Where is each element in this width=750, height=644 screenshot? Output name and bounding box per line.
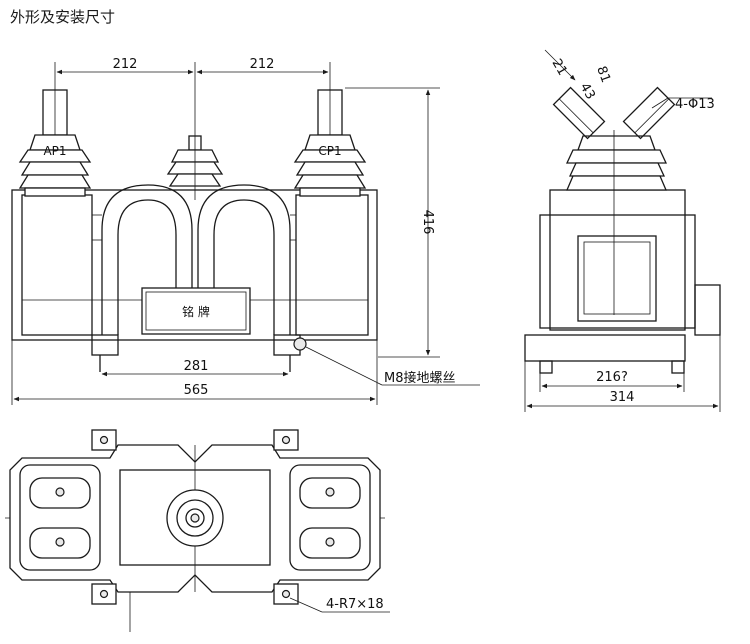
hole-note: 4-Φ13 bbox=[675, 97, 715, 112]
terminal-label-left: AP1 bbox=[43, 144, 66, 158]
plan-view: 4-R7×18 bbox=[5, 429, 390, 632]
center-insulator bbox=[166, 75, 224, 200]
plan-terminal-left bbox=[19, 464, 101, 571]
front-view: 铭 牌 AP1 CP1 bbox=[11, 57, 480, 405]
drawing-title: 外形及安装尺寸 bbox=[10, 8, 116, 26]
dim-314: 314 bbox=[610, 390, 635, 405]
right-coil bbox=[197, 184, 291, 335]
nameplate-label: 铭 牌 bbox=[182, 304, 210, 319]
side-terminal-left bbox=[552, 86, 606, 140]
side-terminal-right bbox=[622, 86, 676, 140]
slot-note: 4-R7×18 bbox=[326, 597, 384, 612]
ground-screw-note: M8接地螺丝 bbox=[384, 370, 456, 386]
side-nameplate bbox=[577, 235, 657, 322]
side-view: 4-Φ13 21 81 43 216? 314 bbox=[524, 49, 721, 412]
left-coil bbox=[101, 184, 193, 335]
right-bushing: CP1 bbox=[293, 88, 367, 197]
dim-216: 216? bbox=[596, 370, 628, 385]
dim-21: 21 bbox=[549, 57, 570, 79]
terminal-label-right: CP1 bbox=[318, 144, 341, 158]
dim-281: 281 bbox=[184, 359, 209, 374]
dim-416: 416 bbox=[420, 210, 435, 235]
ground-screw bbox=[293, 337, 307, 351]
dim-212-right: 212 bbox=[250, 57, 275, 72]
dim-43: 43 bbox=[577, 81, 598, 103]
dim-81: 81 bbox=[593, 64, 613, 85]
nameplate-box bbox=[141, 287, 251, 335]
dim-212-left: 212 bbox=[113, 57, 138, 72]
dim-565: 565 bbox=[184, 383, 209, 398]
left-bushing: AP1 bbox=[18, 88, 92, 197]
plan-terminal-right bbox=[289, 464, 371, 571]
